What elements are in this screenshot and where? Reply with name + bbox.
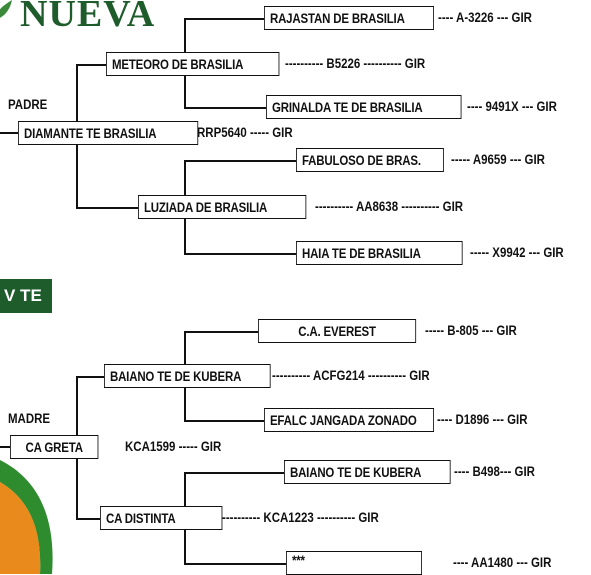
sire-dam-dam-box: HAIA TE DE BRASILIA (296, 241, 463, 265)
sire-dam-dam-name: HAIA TE DE BRASILIA (301, 245, 421, 261)
dam-sire-sire-name: C.A. EVEREST (298, 323, 376, 339)
sire-sire-sire-info: ---- A-3226 --- GIR (438, 10, 532, 25)
sire-sire-info: ---------- B5226 ---------- GIR (285, 56, 426, 71)
sire-dam-name: LUZIADA DE BRASILIA (143, 199, 268, 215)
sire-sire-dam-name: GRINALDA TE DE BRASILIA (271, 99, 423, 115)
dam-sire-sire-box: C.A. EVEREST (258, 319, 417, 343)
sire-dam-sire-box: FABULOSO DE BRAS. (296, 148, 444, 172)
brand-title: NUEVA (20, 0, 156, 35)
dam-dam-box: CA DISTINTA (100, 506, 223, 530)
dam-dam-dam-box: *** (286, 551, 422, 575)
leaf-logo-icon (0, 0, 12, 18)
dam-dam-name: CA DISTINTA (105, 510, 176, 526)
sire-name: DIAMANTE TE BRASILIA (23, 125, 157, 141)
dam-sire-info: ---------- ACFG214 ---------- GIR (272, 368, 430, 383)
sire-sire-sire-box: RAJASTAN DE BRASILIA (264, 6, 434, 30)
dam-sire-name: BAIANO TE DE KUBERA (109, 368, 242, 384)
sire-dam-dam-info: ----- X9942 --- GIR (470, 245, 564, 260)
decorative-swoosh (0, 460, 53, 574)
sire-box: DIAMANTE TE BRASILIA (18, 121, 199, 145)
dam-dam-sire-box: BAIANO TE DE KUBERA (284, 460, 451, 484)
dam-dam-dam-info: ---- AA1480 --- GIR (453, 555, 552, 570)
dam-sire-sire-info: ----- B-805 --- GIR (425, 323, 517, 338)
sire-dam-sire-name: FABULOSO DE BRAS. (301, 152, 421, 168)
dam-info: KCA1599 ----- GIR (125, 439, 222, 454)
dam-sire-dam-info: ---- D1896 --- GIR (437, 412, 528, 427)
dam-label: MADRE (8, 411, 51, 426)
dam-sire-dam-box: EFALC JANGADA ZONADO (264, 408, 434, 432)
dam-dam-sire-info: ---- B498--- GIR (454, 464, 535, 479)
dam-box: CA GRETA (10, 435, 99, 459)
sire-dam-box: LUZIADA DE BRASILIA (138, 195, 307, 219)
sire-sire-dam-box: GRINALDA TE DE BRASILIA (266, 95, 462, 119)
sire-dam-info: ---------- AA8638 ---------- GIR (315, 199, 464, 214)
sire-info: RRP5640 ----- GIR (197, 125, 293, 140)
sire-sire-dam-info: ---- 9491X --- GIR (467, 99, 557, 114)
dam-dam-dam-name: *** (291, 553, 305, 568)
section-banner: V TE (0, 279, 52, 313)
sire-sire-sire-name: RAJASTAN DE BRASILIA (269, 10, 405, 26)
sire-sire-name: METEORO DE BRASILIA (111, 56, 244, 72)
sire-sire-box: METEORO DE BRASILIA (106, 52, 280, 76)
dam-sire-box: BAIANO TE DE KUBERA (104, 364, 271, 388)
dam-dam-info: ---------- KCA1223 ---------- GIR (222, 510, 379, 525)
dam-dam-sire-name: BAIANO TE DE KUBERA (289, 464, 422, 480)
dam-sire-dam-name: EFALC JANGADA ZONADO (269, 412, 417, 428)
sire-label: PADRE (8, 97, 48, 112)
dam-name: CA GRETA (25, 439, 83, 455)
sire-dam-sire-info: ----- A9659 --- GIR (451, 152, 545, 167)
